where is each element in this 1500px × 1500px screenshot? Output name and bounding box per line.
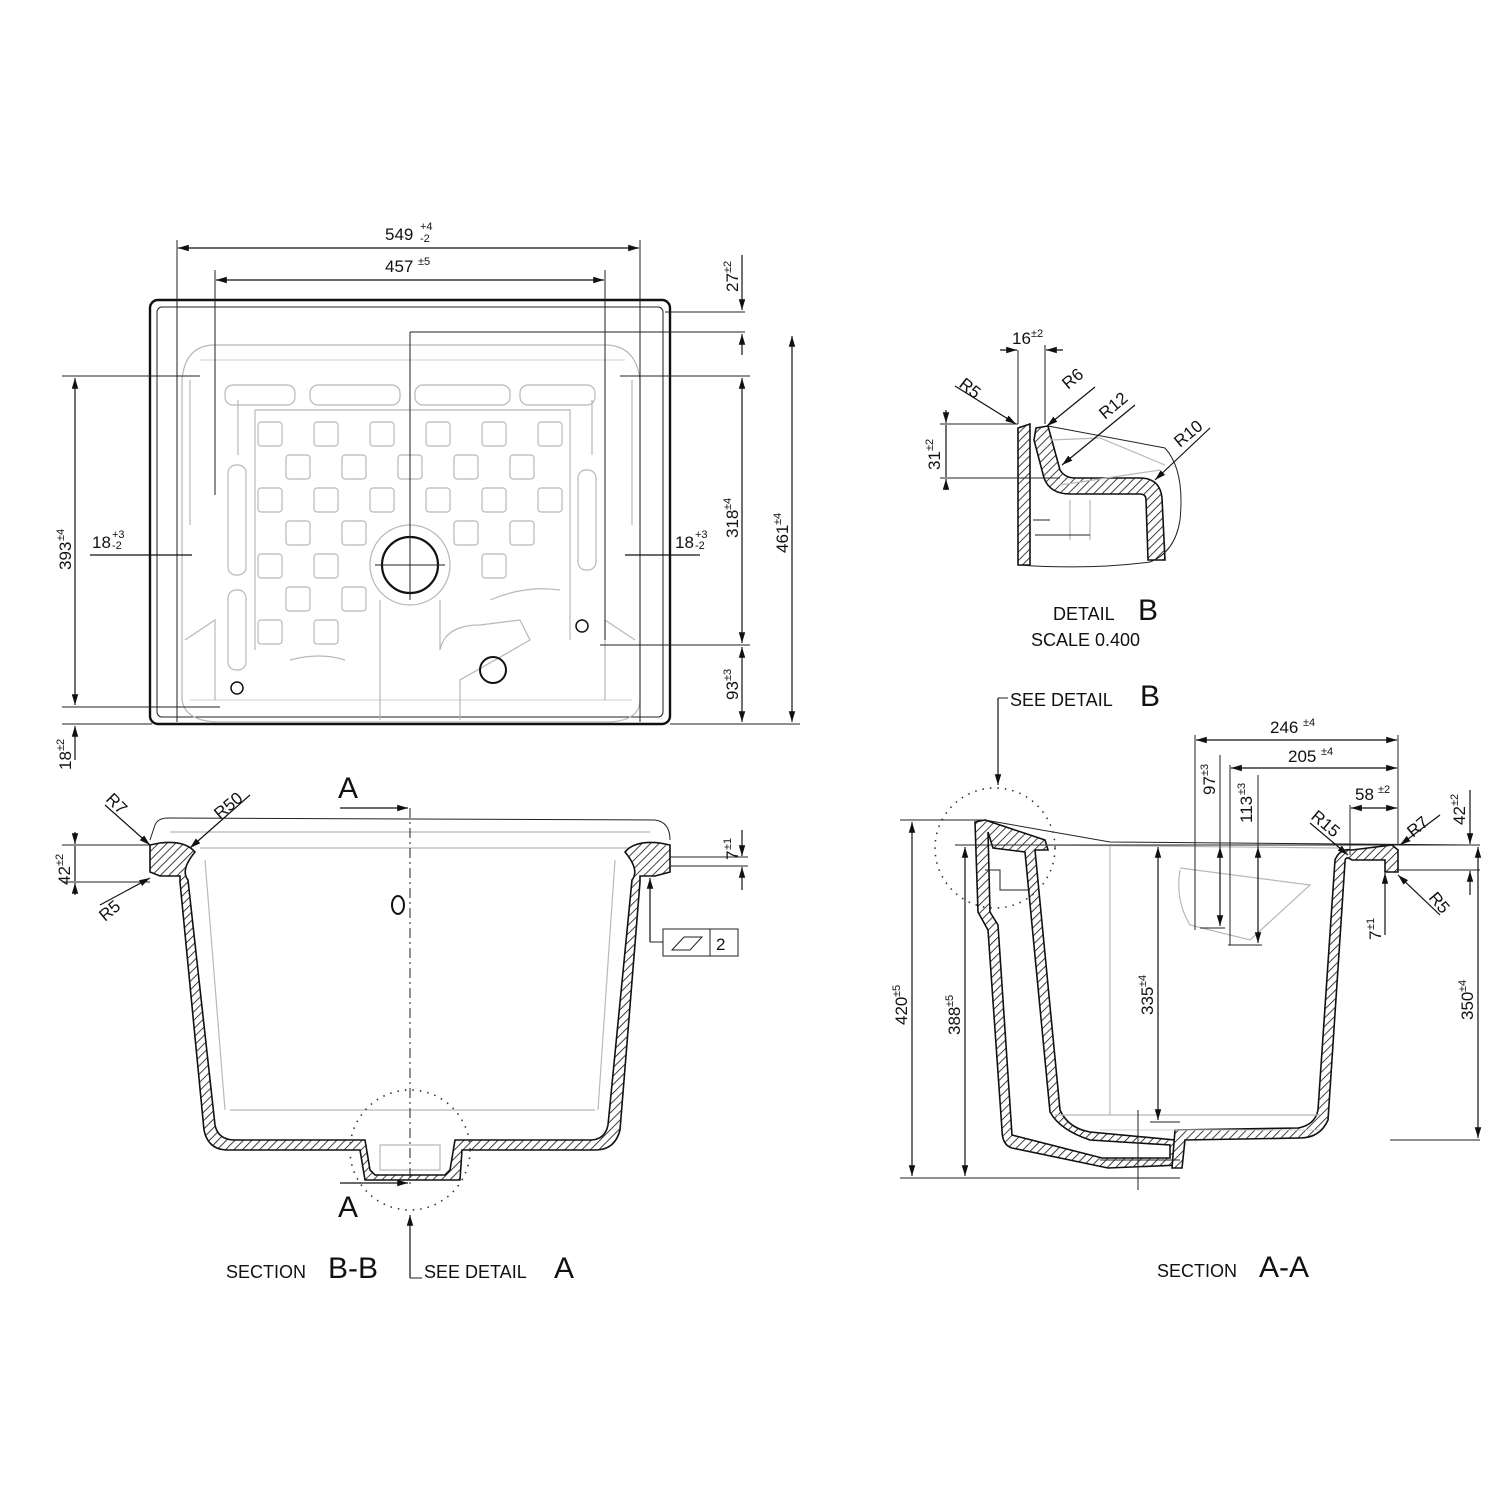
detail-b-title-prefix: DETAIL: [1053, 604, 1115, 624]
radius-r5: R5: [956, 374, 985, 402]
dim-detail-b-width: 16: [1012, 329, 1031, 348]
tol: ±5: [418, 256, 430, 268]
tol: ±4: [1303, 717, 1315, 729]
dim-58: 58: [1355, 785, 1374, 804]
dim-aa-rim-height: 42: [1450, 806, 1469, 825]
tol-upper: +3: [112, 529, 125, 541]
dim-detail-b-height: 31: [925, 451, 944, 470]
tol: ±4: [55, 529, 67, 541]
tol: ±2: [1449, 794, 1461, 806]
see-detail-a-letter: A: [554, 1252, 574, 1285]
section-aa-title-letter: A-A: [1259, 1251, 1309, 1284]
tol: ±3: [1199, 764, 1211, 776]
section-bb-title-letter: B-B: [328, 1252, 378, 1285]
section-bb-title-prefix: SECTION: [226, 1262, 306, 1282]
tol: ±4: [1457, 980, 1469, 992]
tol: ±2: [55, 739, 67, 751]
tol: ±1: [1365, 918, 1377, 930]
dim-front-offset: 93: [723, 681, 742, 700]
detail-b-scale: SCALE 0.400: [1031, 630, 1140, 650]
tol: ±3: [722, 669, 734, 681]
dim-left-rim: 18: [92, 533, 111, 552]
tol-lower: -2: [420, 233, 430, 245]
dim-97: 97: [1200, 776, 1219, 795]
tol-upper: +3: [695, 529, 708, 541]
tol: ±2: [722, 261, 734, 273]
tol: ±2: [54, 854, 66, 866]
detail-b: 16 ±2 31 ±2 R5 R6 R12 R10 DETAIL B SCALE…: [924, 328, 1211, 650]
section-aa-title-prefix: SECTION: [1157, 1261, 1237, 1281]
dim-section-bb-flange: 7: [723, 851, 742, 860]
see-detail-a-prefix: SEE DETAIL: [424, 1262, 527, 1282]
dim-right-depth: 318: [723, 510, 742, 538]
tol-lower: -2: [112, 540, 122, 552]
overflow-hole: [479, 656, 507, 684]
tol: ±2: [924, 439, 936, 451]
dim-overall-width: 549: [385, 225, 413, 244]
tol: ±5: [891, 985, 903, 997]
dim-420: 420: [892, 997, 911, 1025]
tol: ±5: [944, 995, 956, 1007]
tol: ±4: [1137, 975, 1149, 987]
dim-rim-bottom: 18: [56, 751, 75, 770]
cut-label-top: A: [338, 772, 358, 805]
dim-rim-top: 27: [723, 273, 742, 292]
radius-r7: R7: [1403, 813, 1432, 842]
radius-r6: R6: [1058, 365, 1087, 394]
flatness-tolerance-frame: 2: [662, 928, 739, 957]
tol: ±4: [1321, 746, 1333, 758]
tol-lower: -2: [695, 540, 705, 552]
tol: ±4: [772, 513, 784, 525]
flatness-icon: [670, 936, 704, 951]
radius-r15: R15: [1307, 807, 1343, 842]
tol: ±4: [722, 498, 734, 510]
radius-r12: R12: [1095, 388, 1131, 423]
radius-r5: R5: [95, 897, 124, 926]
tol-upper: +4: [420, 221, 433, 233]
dim-inner-width: 457: [385, 257, 413, 276]
dim-aa-flange: 7: [1366, 931, 1385, 940]
dim-left-depth: 393: [56, 542, 75, 570]
sink-outline: [148, 298, 672, 726]
detail-b-title-letter: B: [1138, 594, 1158, 627]
dim-205: 205: [1288, 747, 1316, 766]
dim-section-bb-rim-height: 42: [55, 866, 74, 885]
dim-right-rim: 18: [675, 533, 694, 552]
dim-388: 388: [945, 1007, 964, 1035]
dim-overall-depth: 461: [773, 525, 792, 553]
dim-113: 113: [1237, 796, 1256, 823]
ribs: [184, 380, 636, 700]
dim-350: 350: [1458, 992, 1477, 1020]
radius-r7: R7: [102, 789, 131, 818]
section-a-a: SEE DETAIL B 246 ±4 205 ±4 58 ±2 97 ±3 1…: [891, 680, 1482, 1284]
radius-r10: R10: [1170, 416, 1206, 451]
top-view: 549 +4 -2 457 ±5 27 ±2 393 ±4 18 ±2 18 +…: [55, 221, 800, 770]
see-detail-b-letter: B: [1140, 680, 1160, 713]
flatness-value: 2: [716, 935, 725, 954]
dim-246: 246: [1270, 718, 1298, 737]
cut-label-bottom: A: [338, 1191, 358, 1224]
tol: ±2: [1378, 784, 1390, 796]
tol: ±2: [1031, 328, 1043, 340]
tol: ±3: [1236, 783, 1248, 795]
radius-r5: R5: [1425, 888, 1454, 917]
section-b-b: A A 42 ±2 7 ±1 R7 R50 R5: [54, 772, 748, 1285]
tol: ±1: [722, 838, 734, 850]
bowl-outline: [181, 344, 641, 723]
see-detail-b-prefix: SEE DETAIL: [1010, 690, 1113, 710]
dim-335: 335: [1138, 987, 1157, 1015]
anti-slip-pattern: [257, 421, 563, 645]
